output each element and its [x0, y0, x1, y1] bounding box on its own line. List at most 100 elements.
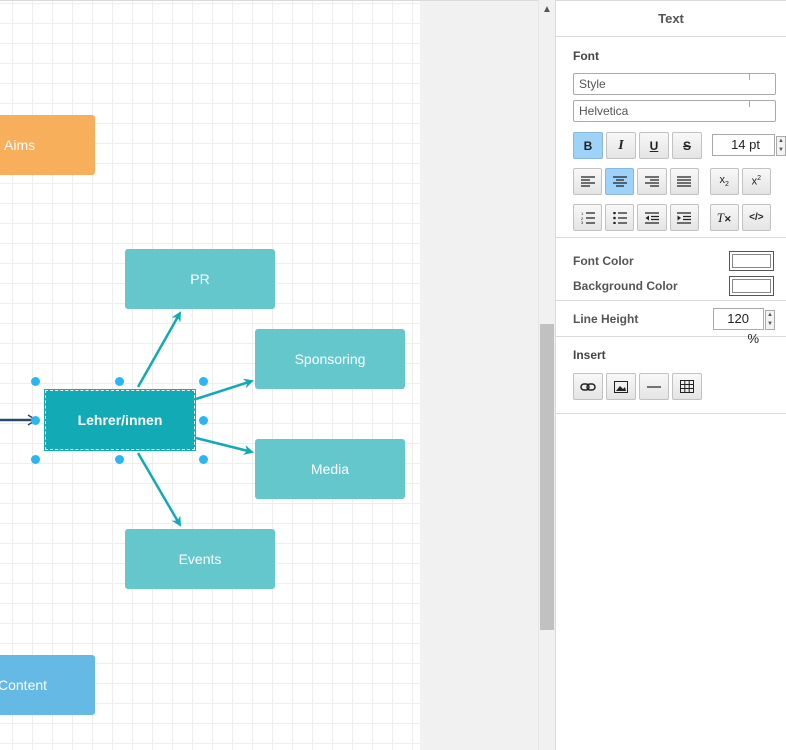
superscript-icon: x2 [751, 175, 762, 188]
align-justify-button[interactable] [669, 168, 699, 195]
resize-handle-n[interactable] [115, 377, 124, 386]
line-height-section: Line Height 120 % ▲▼ [556, 301, 786, 346]
edge-main-to-media[interactable] [195, 436, 254, 455]
node-sponsoring[interactable]: Sponsoring [255, 329, 405, 389]
resize-handle-s[interactable] [115, 455, 124, 464]
resize-handle-sw[interactable] [31, 455, 40, 464]
subscript-icon: x2 [719, 174, 729, 189]
line-height-input[interactable]: 120 % ▲▼ [713, 308, 775, 346]
clear-formatting-icon: T✕ [716, 209, 732, 225]
node-media[interactable]: Media [255, 439, 405, 499]
scrollbar-thumb[interactable] [540, 324, 554, 630]
node-sponsoring-label: Sponsoring [294, 351, 366, 367]
node-aims-label: Aims [4, 137, 36, 153]
superscript-button[interactable]: x2 [741, 168, 771, 195]
align-left-button[interactable] [573, 168, 603, 195]
align-right-button[interactable] [637, 168, 667, 195]
font-family-select[interactable]: Helvetica [573, 100, 776, 122]
line-height-label: Line Height [573, 312, 639, 326]
diagram-canvas[interactable]: Aims PR Sponsoring Media Events Content … [0, 0, 420, 750]
code-icon: </> [749, 212, 764, 223]
strikethrough-label: S [682, 138, 691, 153]
align-right-icon [645, 175, 659, 187]
vertical-scrollbar[interactable]: ▲ [538, 0, 555, 750]
html-code-button[interactable]: </> [741, 204, 771, 231]
font-section-title: Font [573, 49, 599, 63]
node-events[interactable]: Events [125, 529, 275, 589]
strikethrough-button[interactable]: S [672, 132, 702, 159]
table-icon [680, 380, 694, 393]
svg-text:2: 2 [581, 216, 584, 221]
node-media-label: Media [310, 461, 350, 477]
font-color-row: Font Color [573, 248, 774, 273]
bullet-list-icon [612, 211, 627, 224]
resize-handle-e[interactable] [199, 416, 208, 425]
font-style-select[interactable]: Style [573, 73, 776, 95]
clear-formatting-button[interactable]: T✕ [709, 204, 739, 231]
font-color-swatch[interactable] [729, 250, 774, 271]
indent-icon [677, 211, 692, 224]
subscript-button[interactable]: x2 [709, 168, 739, 195]
horizontal-rule-icon [647, 385, 661, 388]
line-height-stepper[interactable]: ▲▼ [765, 310, 775, 330]
outdent-icon [645, 211, 659, 224]
bold-label: B [583, 138, 593, 153]
alignment-toolbar: x2 x2 [573, 168, 774, 196]
background-color-swatch[interactable] [729, 275, 774, 296]
background-color-row: Background Color [573, 273, 774, 298]
insert-image-button[interactable] [606, 373, 636, 400]
font-section: Font Style Helvetica B I U S 14 pt ▲▼ [556, 37, 786, 238]
node-pr-label: PR [190, 271, 210, 287]
node-main-label: Lehrer/innen [77, 412, 163, 428]
resize-handle-se[interactable] [199, 455, 208, 464]
chevron-up-icon[interactable]: ▲ [542, 4, 552, 15]
background-color-label: Background Color [573, 278, 678, 293]
font-style-toolbar: B I U S 14 pt ▲▼ [573, 132, 786, 160]
insert-section: Insert [556, 337, 786, 414]
edge-main-to-pr[interactable] [136, 311, 182, 388]
svg-text:1: 1 [581, 212, 584, 216]
outdent-button[interactable] [637, 204, 667, 231]
font-size-value: 14 pt [731, 137, 760, 152]
link-icon [580, 382, 596, 391]
insert-section-title: Insert [573, 348, 606, 362]
resize-handle-nw[interactable] [31, 377, 40, 386]
line-height-value: 120 % [727, 311, 759, 346]
font-color-label: Font Color [573, 253, 634, 268]
numbered-list-icon: 123 [581, 212, 595, 224]
italic-label: I [618, 137, 624, 153]
node-events-label: Events [178, 551, 222, 567]
insert-table-button[interactable] [672, 373, 702, 400]
underline-button[interactable]: U [639, 132, 669, 159]
font-family-value: Helvetica [579, 104, 629, 118]
align-left-icon [580, 175, 595, 187]
align-center-icon [612, 175, 627, 187]
insert-toolbar [573, 373, 774, 401]
font-style-placeholder: Style [579, 77, 606, 91]
italic-button[interactable]: I [606, 132, 636, 159]
node-content[interactable]: Content [0, 655, 95, 715]
node-aims[interactable]: Aims [0, 115, 95, 175]
resize-handle-w[interactable] [31, 416, 40, 425]
align-center-button[interactable] [605, 168, 635, 195]
panel-tab-text[interactable]: Text [556, 1, 786, 37]
resize-handle-ne[interactable] [199, 377, 208, 386]
svg-text:3: 3 [581, 220, 584, 224]
edge-main-to-events[interactable] [136, 452, 182, 527]
font-size-stepper[interactable]: ▲▼ [776, 136, 786, 156]
canvas-background-area [420, 0, 538, 750]
node-lehrer-innen-selected[interactable]: Lehrer/innen [44, 389, 196, 451]
bullet-list-button[interactable] [605, 204, 635, 231]
font-size-input[interactable]: 14 pt ▲▼ [712, 134, 786, 156]
indent-button[interactable] [669, 204, 699, 231]
node-pr[interactable]: PR [125, 249, 275, 309]
align-justify-icon [677, 175, 692, 187]
image-icon [614, 380, 628, 393]
bold-button[interactable]: B [573, 132, 603, 159]
insert-horizontal-rule-button[interactable] [639, 373, 669, 400]
insert-link-button[interactable] [573, 373, 603, 400]
underline-label: U [649, 138, 659, 153]
